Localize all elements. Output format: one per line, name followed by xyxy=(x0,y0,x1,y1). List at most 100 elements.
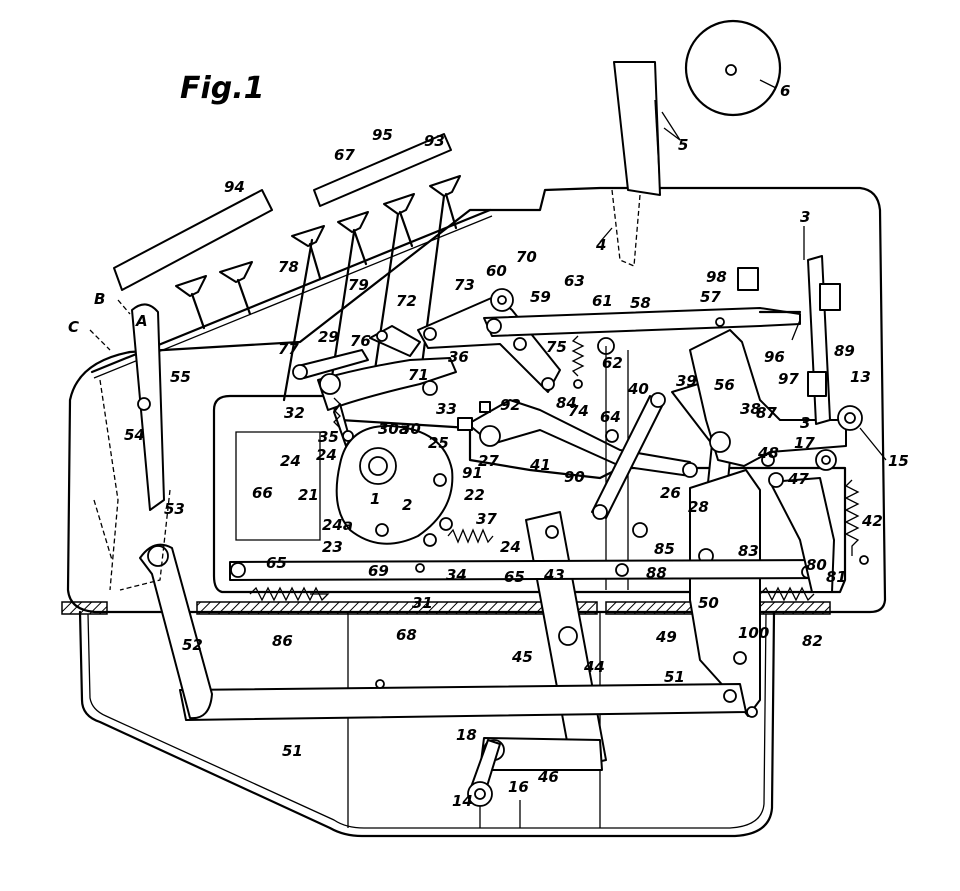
ref-label: B xyxy=(94,290,105,308)
ref-label: 71 xyxy=(408,366,429,384)
ref-label: 69 xyxy=(368,562,389,580)
ref-label: 44 xyxy=(583,658,605,676)
ref-label: 93 xyxy=(424,132,445,150)
lever-cluster xyxy=(292,325,457,447)
ref-label: 73 xyxy=(454,276,475,294)
ref-label: 63 xyxy=(564,272,585,290)
ref-label: 35 xyxy=(318,428,339,446)
ref-label: 51 xyxy=(664,668,685,686)
ref-label: 48 xyxy=(757,444,779,462)
ref-label: 67 xyxy=(334,146,355,164)
type-bar xyxy=(611,61,661,267)
ref-label: 36 xyxy=(448,348,469,366)
ref-label: 55 xyxy=(170,368,191,386)
ref-label: 21 xyxy=(298,486,319,504)
main-cam-wheel xyxy=(335,424,454,545)
ref-label: A xyxy=(135,312,148,330)
ref-label: 83 xyxy=(738,542,759,560)
springs xyxy=(249,335,869,602)
ref-label: 89 xyxy=(834,342,855,360)
ref-label: 17 xyxy=(794,434,815,452)
rail-65 xyxy=(229,559,833,581)
ref-label: 3 xyxy=(800,208,810,226)
ref-label: 90 xyxy=(564,468,585,486)
ref-label: 58 xyxy=(630,294,651,312)
ref-label: 88 xyxy=(646,564,667,582)
ref-label: 86 xyxy=(272,632,293,650)
ref-label: 31 xyxy=(412,594,433,612)
ref-label: 16 xyxy=(508,778,529,796)
ref-label: 70 xyxy=(516,248,537,266)
ref-label: 78 xyxy=(278,258,299,276)
ref-label: 82 xyxy=(802,632,823,650)
ref-label: 75 xyxy=(546,338,567,356)
ref-label: 64 xyxy=(600,408,621,426)
link-46 xyxy=(467,737,603,807)
platen-roller xyxy=(684,19,782,117)
ref-label: 45 xyxy=(511,648,533,666)
ref-label: 81 xyxy=(826,568,847,586)
ref-label: 24 xyxy=(500,538,521,556)
ref-label: 15 xyxy=(888,452,909,470)
ref-label: 51 xyxy=(282,742,303,760)
ref-label: 61 xyxy=(592,292,613,310)
ref-label: 18 xyxy=(456,726,477,744)
link-51 xyxy=(179,683,747,721)
ref-label: 84 xyxy=(556,394,577,412)
ref-label: 29 xyxy=(318,328,339,346)
right-mechanism xyxy=(737,255,863,431)
ref-label: 50 xyxy=(698,594,719,612)
ref-label: 26 xyxy=(660,484,681,502)
ref-label: 37 xyxy=(476,510,497,528)
ref-label: 47 xyxy=(787,470,809,488)
ref-label: 60 xyxy=(486,262,507,280)
ref-label: 34 xyxy=(446,566,467,584)
ref-label: 52 xyxy=(182,636,203,654)
ref-label: 30 xyxy=(400,420,421,438)
pivot-pins xyxy=(375,317,775,689)
reference-labels: 1 2 3 3 4 5 6 13 14 15 16 17 18 21 22 23… xyxy=(68,82,909,810)
ref-label: 65 xyxy=(504,568,525,586)
ref-label: 97 xyxy=(778,370,799,388)
lever-52 xyxy=(139,543,213,720)
ref-label: 23 xyxy=(322,538,343,556)
lever-70 xyxy=(417,288,561,393)
ref-label: 91 xyxy=(462,464,483,482)
ref-label: 27 xyxy=(478,452,499,470)
ref-label: C xyxy=(68,318,79,336)
lower-tray xyxy=(78,610,776,838)
ref-label: 28 xyxy=(688,498,709,516)
lever-56 xyxy=(689,329,847,471)
ref-label: 77 xyxy=(278,340,299,358)
ref-label: 66 xyxy=(252,484,273,502)
ref-label: 62 xyxy=(602,354,623,372)
ref-label: 96 xyxy=(764,348,785,366)
ref-label: 94 xyxy=(224,178,245,196)
leader-lines xyxy=(599,79,887,461)
ref-label: 22 xyxy=(464,486,485,504)
ref-label: 49 xyxy=(655,628,677,646)
ref-label: 56 xyxy=(714,376,735,394)
ref-label: 24 xyxy=(316,446,337,464)
ref-label: 13 xyxy=(850,368,871,386)
ref-label: 100 xyxy=(738,624,769,642)
ref-label: 25 xyxy=(428,434,449,452)
ref-label: 39 xyxy=(676,372,697,390)
lever-81 xyxy=(768,472,835,593)
ref-label: 32 xyxy=(284,404,305,422)
ref-label: 14 xyxy=(452,792,473,810)
ref-label: 42 xyxy=(861,512,883,530)
key-lever-55 xyxy=(89,299,171,591)
ref-label: 68 xyxy=(396,626,417,644)
frame-plate xyxy=(212,394,847,594)
lever-44 xyxy=(525,511,607,769)
ref-label: 80 xyxy=(806,556,827,574)
ref-label: 72 xyxy=(396,292,417,310)
ref-label: 30a xyxy=(378,420,409,438)
ref-label: 76 xyxy=(350,332,371,350)
ref-label: 74 xyxy=(568,402,589,420)
ref-label: 2 xyxy=(402,496,412,514)
ref-label: 33 xyxy=(436,400,457,418)
ref-label: 4 xyxy=(595,236,606,254)
